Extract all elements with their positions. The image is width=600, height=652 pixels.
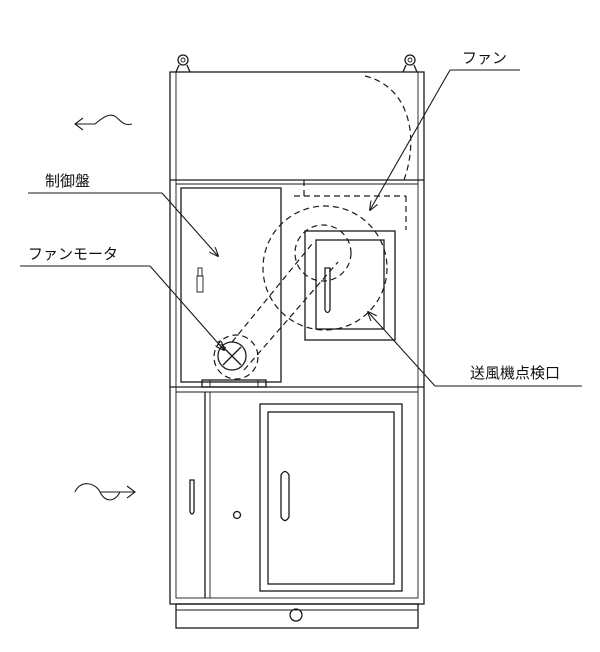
cabinet-frame — [169, 71, 425, 605]
lifting-eye-right — [402, 54, 418, 73]
lifting-eye-left — [175, 54, 191, 73]
airflow-arrow-left-icon — [74, 114, 133, 131]
label-fan: ファン — [370, 49, 520, 210]
lower-door — [259, 403, 403, 592]
airflow-arrow-right-icon — [74, 483, 136, 501]
label-control-panel-text: 制御盤 — [45, 172, 90, 190]
lower-compartment — [189, 392, 242, 598]
label-fan-text: ファン — [462, 49, 507, 67]
label-blower-inspection-port: 送風機点検口 — [368, 312, 582, 387]
label-blower-inspection-port-text: 送風機点検口 — [470, 364, 560, 382]
label-fan-motor-text: ファンモータ — [28, 245, 118, 263]
cabinet-base — [175, 603, 419, 629]
fan-housing — [262, 75, 412, 331]
blower-inspection-port — [304, 230, 396, 341]
label-control-panel: 制御盤 — [28, 172, 218, 256]
label-fan-motor: ファンモータ — [20, 245, 224, 350]
fan-motor — [201, 334, 267, 388]
control-panel — [180, 187, 282, 383]
belt-drive — [231, 243, 339, 371]
